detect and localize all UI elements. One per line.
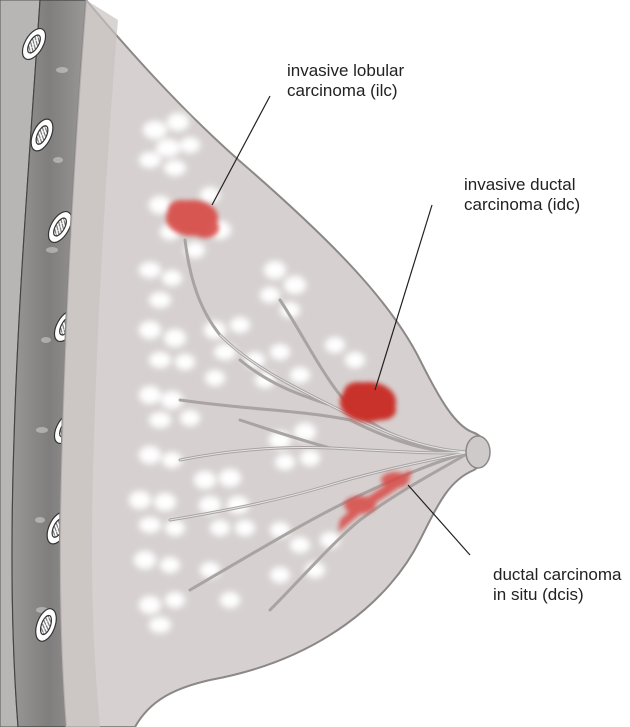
label-invasive-ductal-carcinoma: invasive ductal carcinoma (idc) <box>464 175 580 215</box>
label-idc-line1: invasive ductal <box>464 175 580 195</box>
label-ilc-line1: invasive lobular <box>287 61 404 81</box>
label-ilc-line2: carcinoma (ilc) <box>287 81 404 101</box>
tumor-idc <box>340 382 396 422</box>
nipple <box>466 436 490 468</box>
label-ductal-carcinoma-in-situ: ductal carcinoma in situ (dcis) <box>493 565 622 605</box>
label-idc-line2: carcinoma (idc) <box>464 195 580 215</box>
label-invasive-lobular-carcinoma: invasive lobular carcinoma (ilc) <box>287 61 404 101</box>
label-dcis-line2: in situ (dcis) <box>493 585 622 605</box>
label-dcis-line1: ductal carcinoma <box>493 565 622 585</box>
breast-tissue-outline <box>60 0 487 727</box>
